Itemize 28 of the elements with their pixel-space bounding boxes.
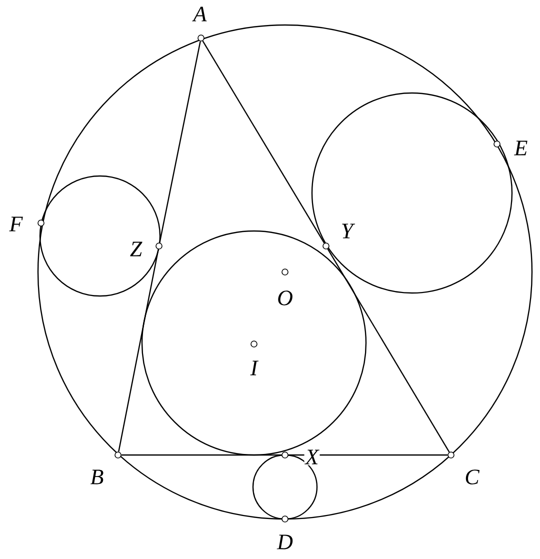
point-marker bbox=[198, 34, 204, 42]
line-segment bbox=[121, 454, 282, 456]
point-marker bbox=[38, 220, 44, 226]
point-marker bbox=[114, 452, 122, 458]
point-marker bbox=[322, 242, 330, 250]
point-label: Y bbox=[340, 222, 356, 240]
point-label: E bbox=[513, 140, 529, 156]
point-marker bbox=[282, 452, 288, 458]
point-label: F bbox=[8, 216, 24, 232]
point-label: Z bbox=[128, 240, 144, 258]
line-segment bbox=[118, 249, 159, 452]
point-label: D bbox=[276, 534, 294, 550]
point-marker bbox=[250, 340, 258, 348]
line-segment bbox=[288, 454, 448, 456]
point-marker bbox=[156, 242, 162, 250]
point-label: C bbox=[464, 468, 480, 486]
point-marker bbox=[448, 452, 454, 458]
point-label: O bbox=[276, 290, 294, 306]
line-segment bbox=[202, 40, 325, 244]
point-label: X bbox=[304, 448, 320, 466]
point-marker bbox=[282, 268, 288, 276]
point-label: I bbox=[249, 360, 259, 376]
line-segment bbox=[327, 248, 450, 452]
point-label: B bbox=[89, 468, 105, 486]
point-label: A bbox=[192, 6, 208, 22]
point-marker bbox=[494, 140, 500, 148]
point-marker bbox=[282, 516, 288, 522]
line-segment bbox=[159, 41, 201, 243]
